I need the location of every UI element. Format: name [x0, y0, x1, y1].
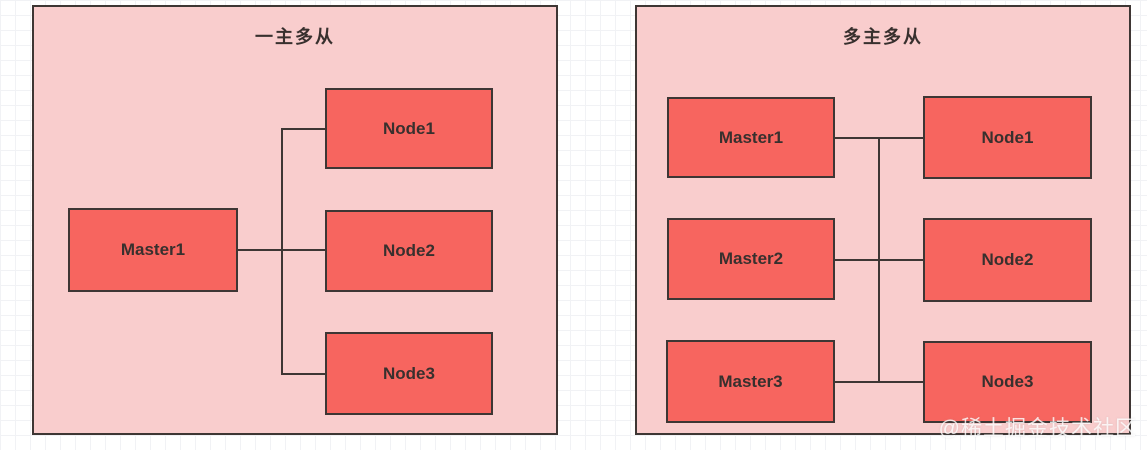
- node2-label: Node2: [383, 241, 435, 260]
- connector-trunk: [281, 128, 283, 375]
- multi-master-multi-slave-panel: 多主多从 Master1 Master2 Master3 Node1 Node2…: [635, 5, 1131, 435]
- master1-box: Master1: [68, 208, 238, 292]
- one-master-multi-slave-panel: 一主多从 Master1 Node1 Node2 Node3: [32, 5, 558, 435]
- connector-trunk-node3: [281, 373, 325, 375]
- node3-label: Node3: [383, 363, 435, 383]
- connector-master3-node3: [835, 381, 923, 383]
- node3-box: Node3: [325, 332, 493, 415]
- panel-title: 多主多从: [843, 27, 923, 47]
- panel-title: 一主多从: [255, 27, 335, 47]
- master1-label: Master1: [718, 127, 784, 147]
- node3-box: Node3: [923, 341, 1092, 423]
- master2-label: Master2: [718, 249, 784, 268]
- node1-box: Node1: [325, 88, 493, 169]
- connector-trunk-node1: [281, 128, 325, 130]
- master3-label: Master3: [718, 371, 783, 391]
- connector-master1-node1: [835, 137, 923, 139]
- connector-master1-node2: [238, 249, 325, 251]
- node2-box: Node2: [923, 218, 1092, 302]
- master1-box: Master1: [667, 97, 835, 178]
- master2-box: Master2: [667, 218, 835, 300]
- master1-label: Master1: [120, 240, 186, 259]
- node2-label: Node2: [981, 250, 1034, 269]
- node3-label: Node3: [981, 372, 1034, 391]
- master3-box: Master3: [666, 340, 835, 423]
- node1-box: Node1: [923, 96, 1092, 179]
- node2-box: Node2: [325, 210, 493, 292]
- node1-label: Node1: [383, 118, 435, 138]
- node1-label: Node1: [981, 127, 1034, 147]
- connector-master2-node2: [835, 259, 923, 261]
